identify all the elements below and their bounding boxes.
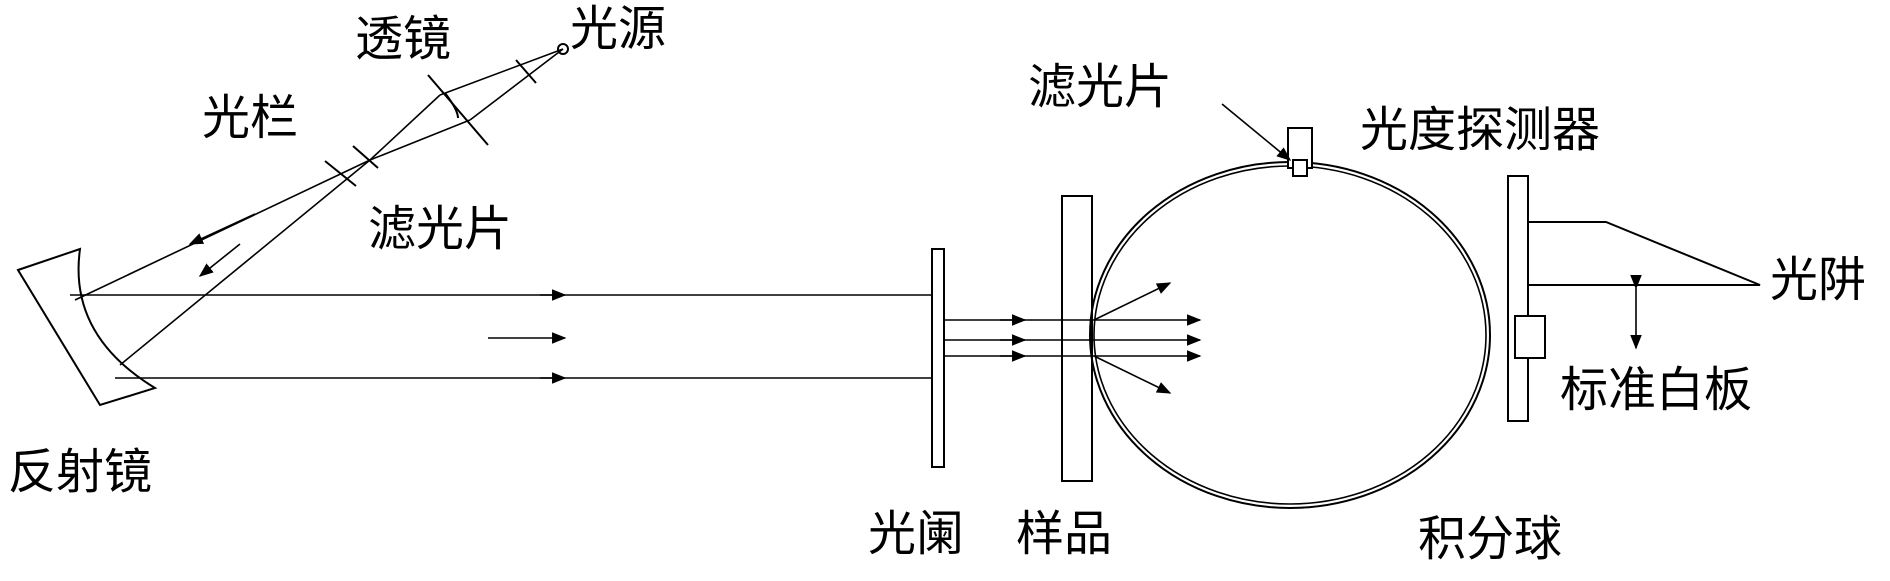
light-trap-shape <box>1528 221 1761 286</box>
standard-white-plate-assembly <box>1507 175 1642 422</box>
label-light-gate: 光阑 <box>868 506 965 562</box>
label-lens: 透镜 <box>355 11 452 67</box>
parallel-beams <box>70 289 932 384</box>
label-standard-white-plate: 标准白板 <box>1560 362 1753 418</box>
label-aperture-stop: 光栏 <box>202 90 299 146</box>
label-integrating-sphere: 积分球 <box>1418 511 1563 567</box>
label-filter-top: 滤光片 <box>368 201 513 257</box>
label-mirror: 反射镜 <box>8 444 153 500</box>
light-source-point <box>557 43 569 55</box>
light-gate-plate <box>931 248 945 468</box>
label-sample: 样品 <box>1016 506 1113 562</box>
transmitted-beams <box>944 282 1202 394</box>
detector-filter-assembly <box>1221 103 1313 177</box>
concave-mirror <box>16 247 158 407</box>
mirror-incident-beams <box>74 159 371 366</box>
label-filter-sphere: 滤光片 <box>1028 59 1173 115</box>
source-beam-cone <box>369 48 564 161</box>
label-light-trap: 光阱 <box>1770 252 1867 308</box>
aperture-stop-element <box>324 145 379 187</box>
lens-element <box>427 59 537 146</box>
integrating-sphere-body <box>1089 161 1491 509</box>
label-photometric-detector: 光度探测器 <box>1360 102 1601 158</box>
sample-plate <box>1061 195 1093 482</box>
label-light-source: 光源 <box>570 1 667 57</box>
